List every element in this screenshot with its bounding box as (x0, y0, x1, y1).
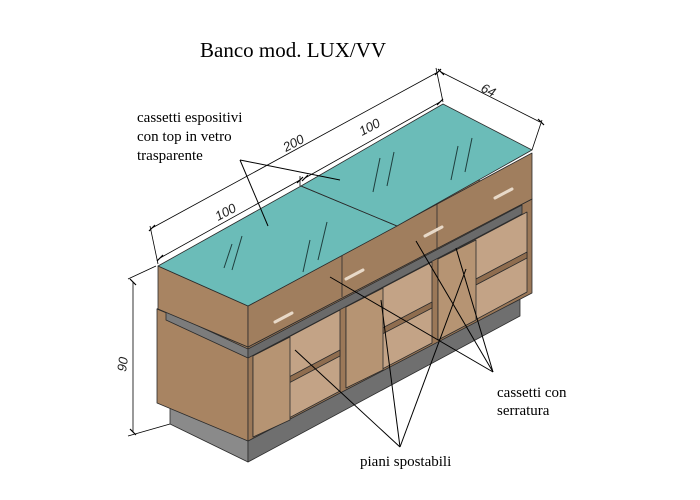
dim-height: 90 (114, 355, 131, 372)
callout-lock-line-2: serratura (497, 403, 550, 419)
leader-lines (239, 159, 494, 448)
dim-right-section: 100 (356, 115, 383, 139)
drawing-title: Banco mod. LUX/VV (200, 38, 386, 62)
drawer-handle-3[interactable] (423, 225, 444, 238)
callout-display-drawers: cassetti espositivi con top in vetro tra… (137, 110, 246, 164)
compartment-2-side (345, 287, 384, 389)
dim-total-length: 200 (279, 131, 307, 155)
dimension-lines: 200 100 100 64 90 (114, 67, 545, 437)
callout-display-line-3: trasparente (137, 148, 203, 164)
drawer-handle-4[interactable] (493, 187, 514, 200)
compartment-1-side (252, 336, 291, 438)
callout-display-line-1: cassetti espositivi (137, 110, 242, 126)
callout-lock-drawers: cassetti con serratura (497, 385, 570, 419)
dim-left-section: 100 (212, 200, 239, 224)
glass-divider (300, 185, 398, 227)
drawer-handle-2[interactable] (344, 268, 365, 281)
drawer-handle-1[interactable] (273, 311, 294, 324)
callout-lock-line-1: cassetti con (497, 385, 567, 401)
recess-side (247, 204, 523, 359)
callout-shelves: piani spostabili (360, 454, 451, 470)
glass-reflections (223, 137, 473, 273)
callout-shelves-line-1: piani spostabili (360, 454, 451, 470)
showcase-top (157, 103, 533, 348)
shelf-compartments (252, 211, 528, 438)
compartment-3-side (437, 239, 477, 341)
dim-depth: 64 (479, 80, 499, 100)
callout-display-line-2: con top in vetro (137, 129, 232, 145)
